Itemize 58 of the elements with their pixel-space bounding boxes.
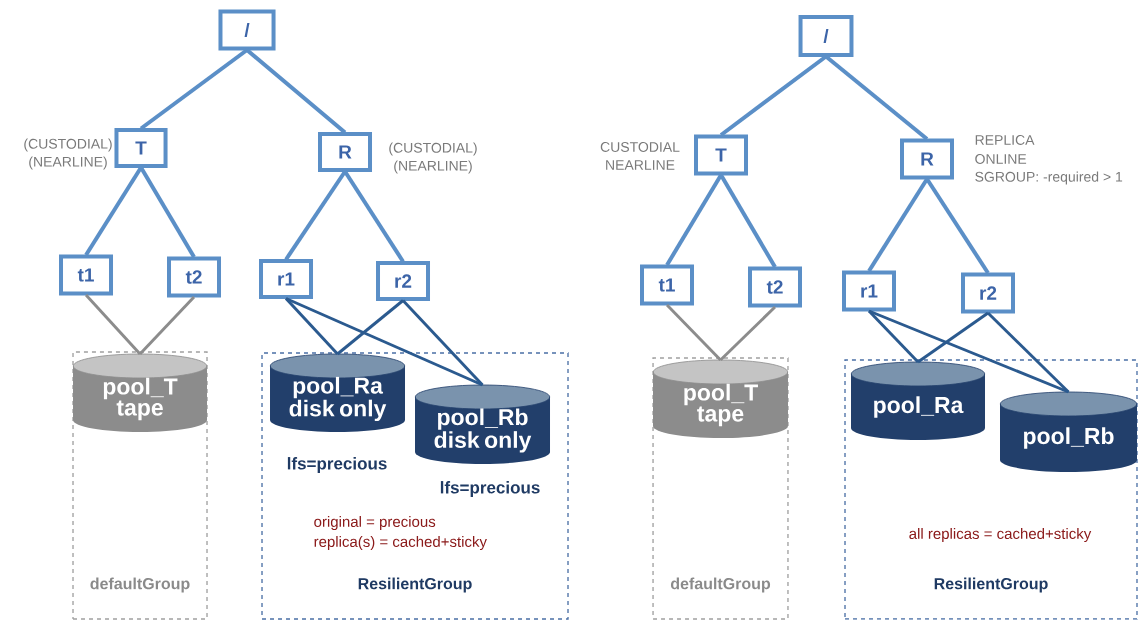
connector-line [719,305,777,362]
connector-line [719,54,828,137]
cylinder: pool_Ra [850,361,986,440]
connector-line [285,297,484,387]
tree-box: r1 [842,270,896,312]
tree-box: T [694,134,748,176]
connector-line [284,297,339,355]
connector-line [84,166,143,257]
annotation-text: lfs=precious [440,481,540,497]
cylinder: pool_Ra disk only [269,353,406,432]
connector-line [824,54,929,141]
note-text: all replicas = cached+sticky [909,528,1092,542]
connector-line [343,170,405,263]
connector-line [138,296,196,355]
tree-box: t1 [59,254,113,296]
connector-line [665,303,722,361]
cylinder: pool_Rb [999,391,1138,472]
annotation-text: lfs=precious [287,457,387,473]
connector-line [665,173,723,266]
tree-box: r1 [259,259,313,299]
tree-box: t1 [640,264,694,306]
tree-box: / [218,9,276,51]
connector-line [868,309,1070,394]
annotation-text: SGROUP: -required > 1 [975,171,1123,185]
connector-line [245,48,347,135]
connector-line [139,48,249,131]
note-text: original = precious [314,516,436,530]
annotation-text: REPLICA [975,135,1035,145]
annotation-text: NEARLINE [606,160,675,170]
annotation-text: ONLINE [975,154,1027,164]
tree-box: r2 [376,261,430,301]
annotation-text: (NEARLINE) [29,156,107,170]
tree-box: R [900,138,954,180]
tree-box: / [798,15,854,57]
connector-line [917,311,989,364]
tree-box: T [114,128,168,168]
connector-line [401,299,484,386]
annotation-text: (CUSTODIAL) [24,138,112,152]
connector-line [336,299,404,356]
tree-box: R [318,132,372,172]
annotation-text: (CUSTODIAL) [389,142,477,156]
note-text: replica(s) = cached+sticky [314,536,487,550]
connector-line [987,311,1070,394]
connector-line [867,309,920,363]
tree-box: t2 [167,256,221,298]
connector-line [867,177,929,273]
annotation-text: CUSTODIAL [600,142,680,152]
connector-line [139,166,196,258]
connector-line [925,177,990,275]
annotation-text: (NEARLINE) [394,160,472,174]
connector-line [84,294,142,355]
connector-line [719,173,777,268]
connector-line [284,170,347,261]
tree-box: t2 [748,266,802,308]
tree-box: r2 [961,272,1015,314]
cylinder: pool_T tape [652,359,789,438]
cylinder: pool_Rb disk only [414,384,551,464]
cylinder: pool_T tape [72,353,208,432]
